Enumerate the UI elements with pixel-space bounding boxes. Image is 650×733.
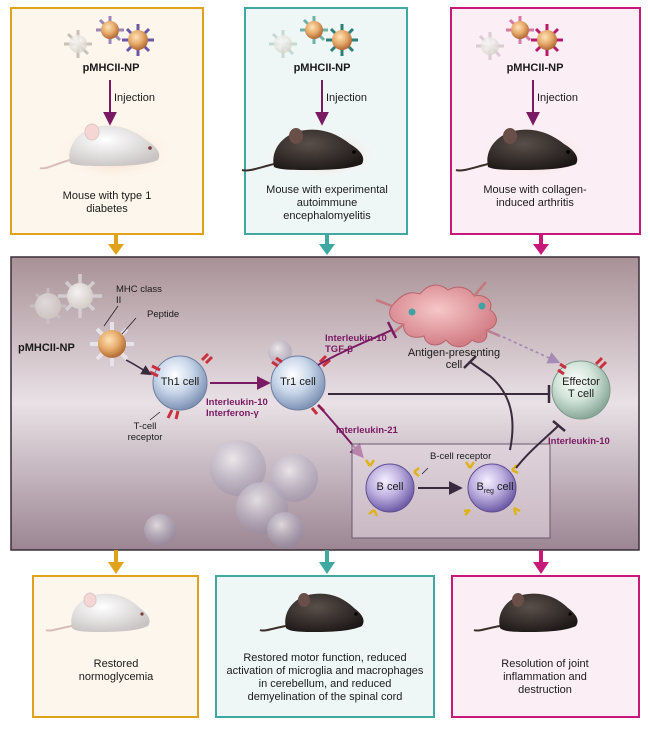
injection-label: Injection: [537, 92, 578, 104]
np-label: pMHCII-NP: [82, 62, 140, 74]
tcr-label: T-cell receptor: [127, 421, 163, 443]
t-cell-receptor-icon: [149, 352, 214, 420]
b-cell-label: B cell: [376, 481, 404, 493]
outcome-label: Restored motor function, reduced activat…: [226, 652, 424, 703]
np-label: pMHCII-NP: [18, 342, 75, 354]
tr1-cell: [270, 355, 326, 411]
il10-tgfb-label-2: TGF-β: [325, 344, 353, 355]
np-label: pMHCII-NP: [293, 62, 351, 74]
il10-tgfb-label-1: Interleukin-10: [325, 333, 387, 344]
outcome-label: Resolution of joint inflammation and des…: [501, 658, 589, 696]
th1-label: Th1 cell: [160, 376, 200, 388]
disease-label: Mouse with type 1 diabetes: [62, 190, 152, 215]
outcome-label: Restored normoglycemia: [78, 658, 154, 683]
effector-label-2: T cell: [567, 388, 595, 400]
white-mouse-icon: [39, 123, 160, 170]
th1-cell: [152, 355, 208, 411]
b-cell-receptor-icon: [364, 459, 521, 517]
black-mouse-icon: [455, 128, 578, 172]
il21-label: Interleukin-21: [336, 425, 398, 436]
nanoparticle-icon: [64, 16, 154, 58]
peptide-label: Peptide: [147, 309, 180, 320]
np-label: pMHCII-NP: [506, 62, 564, 74]
disease-label: Mouse with collagen-induced arthritis: [483, 184, 587, 209]
injection-label: Injection: [326, 92, 367, 104]
white-mouse-icon: [45, 592, 150, 632]
mhc-label: MHC class II: [116, 284, 162, 306]
black-mouse-icon: [241, 128, 364, 172]
effector-t-cell: [551, 360, 611, 420]
apc-label-1: Antigen-presenting: [407, 347, 501, 359]
il10-label: Interleukin-10: [548, 436, 610, 447]
breg-cell: [467, 463, 517, 513]
nanoparticle-icon: [58, 274, 102, 318]
apc-label-2: cell: [445, 359, 463, 371]
effector-label-1: Effector: [562, 376, 600, 388]
disease-label: Mouse with experimental autoimmune encep…: [266, 184, 388, 222]
black-mouse-icon: [259, 593, 364, 632]
black-mouse-icon: [473, 593, 578, 632]
nanoparticle-icon: [476, 16, 563, 60]
tr1-label: Tr1 cell: [280, 376, 316, 388]
b-cell: [365, 463, 415, 513]
nanoparticle-icon: [30, 288, 66, 324]
il10-ifng-label-1: Interleukin-10: [206, 397, 268, 408]
background-cells: [144, 340, 318, 548]
nanoparticle-icon: [90, 322, 134, 366]
injection-label: Injection: [114, 92, 155, 104]
nanoparticle-icon: [269, 16, 358, 58]
il10-ifng-label-2: Interferon-γ: [206, 408, 259, 419]
b-cell-receptor-label: B-cell receptor: [430, 451, 492, 462]
breg-label: Breg cell: [476, 481, 514, 496]
